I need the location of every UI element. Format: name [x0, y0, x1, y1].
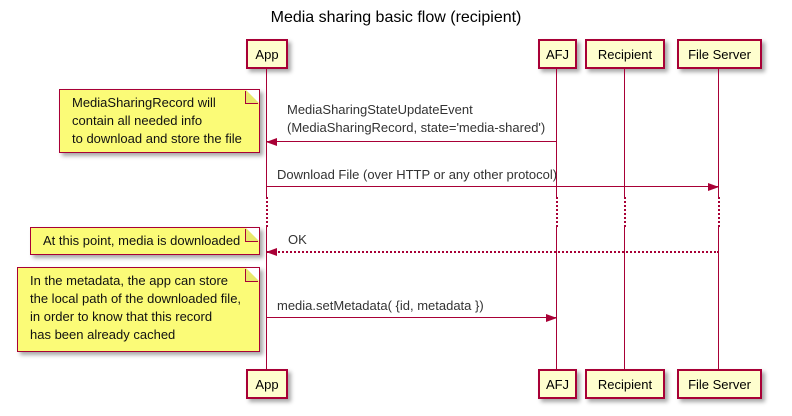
lifeline-afj — [556, 69, 558, 369]
lifeline-recipient — [624, 69, 626, 369]
diagram-title: Media sharing basic flow (recipient) — [270, 9, 522, 26]
lifeline-app — [266, 69, 268, 369]
participant-recipient-top: Recipient — [585, 39, 665, 69]
lifeline-delay-segment — [266, 197, 268, 227]
lifeline-segment — [718, 227, 719, 369]
lifeline-delay-segment — [624, 197, 626, 227]
note-media-sharing-record: MediaSharingRecord will contain all need… — [59, 89, 260, 153]
lifeline-delay-segment — [718, 197, 720, 227]
participant-app-top: App — [246, 39, 288, 69]
note-media-downloaded: At this point, media is downloaded — [30, 227, 260, 255]
lifeline-delay-segment — [556, 197, 558, 227]
arrowhead-right-icon — [708, 182, 719, 191]
lifeline-segment — [556, 69, 557, 197]
participant-recipient-label: Recipient — [597, 376, 653, 392]
note-fold-icon — [246, 228, 259, 241]
lifeline-segment — [266, 227, 267, 369]
lifeline-segment — [556, 227, 557, 369]
participant-app-bottom: App — [246, 369, 288, 399]
message-1-label: MediaSharingStateUpdateEvent (MediaShari… — [287, 102, 546, 135]
participant-fileserver-label: File Server — [688, 376, 751, 392]
note-fold-icon — [246, 90, 259, 103]
note-metadata-local-path: In the metadata, the app can store the l… — [17, 267, 260, 352]
message-3-label: OK — [288, 232, 307, 247]
message-4-line — [267, 317, 557, 318]
arrowhead-left-icon — [266, 248, 277, 256]
participant-afj-bottom: AFJ — [538, 369, 577, 399]
note-fold-icon — [246, 268, 259, 281]
lifeline-segment — [266, 69, 267, 197]
lifeline-segment — [718, 69, 719, 197]
message-4-label: media.setMetadata( {id, metadata }) — [277, 298, 484, 313]
participant-afj-top: AFJ — [538, 39, 577, 69]
message-2-label: Download File (over HTTP or any other pr… — [277, 167, 558, 182]
arrowhead-left-icon — [266, 137, 277, 146]
lifeline-segment — [624, 69, 625, 197]
message-3-line — [267, 251, 719, 253]
participant-app-label: App — [255, 46, 279, 62]
participant-fileserver-top: File Server — [677, 39, 762, 69]
participant-app-label: App — [255, 376, 279, 392]
participant-afj-label: AFJ — [545, 46, 570, 62]
participant-fileserver-label: File Server — [688, 46, 751, 62]
lifeline-fileserver — [718, 69, 720, 369]
lifeline-segment — [624, 227, 625, 369]
message-1-line — [267, 141, 557, 142]
arrowhead-right-icon — [546, 313, 557, 322]
participant-fileserver-bottom: File Server — [677, 369, 762, 399]
message-2-line — [267, 186, 719, 187]
participant-afj-label: AFJ — [545, 376, 570, 392]
participant-recipient-bottom: Recipient — [585, 369, 665, 399]
participant-recipient-label: Recipient — [597, 46, 653, 62]
